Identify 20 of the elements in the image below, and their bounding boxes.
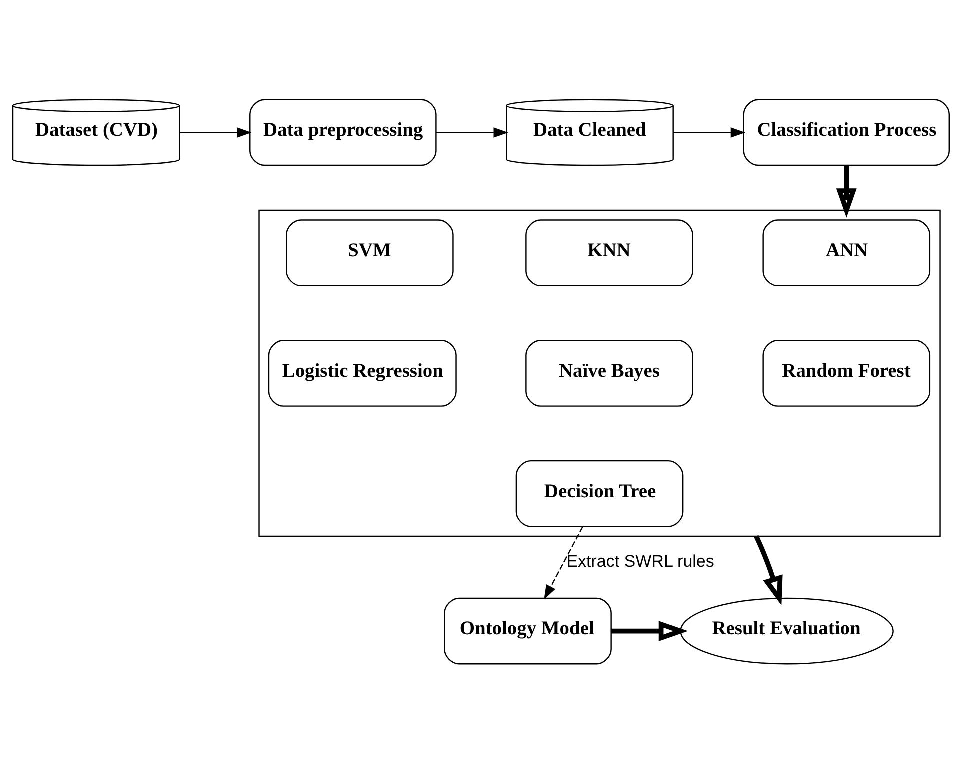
- arrow: [180, 128, 252, 138]
- node-ellipse: Result Evaluation: [680, 598, 894, 665]
- node-box: Logistic Regression: [268, 340, 457, 407]
- arrow: [436, 128, 508, 138]
- cluster: [258, 210, 941, 538]
- node-box: Random Forest: [762, 340, 931, 407]
- node-box: ANN: [762, 220, 931, 287]
- node-box: Naïve Bayes: [526, 340, 694, 407]
- arrow: [544, 526, 584, 600]
- node-box: Decision Tree: [516, 460, 684, 528]
- arrow: [674, 128, 746, 138]
- node-box: Data preprocessing: [250, 99, 437, 166]
- node-box: Classification Process: [743, 99, 950, 166]
- edge-label: Extract SWRL rules: [566, 552, 714, 572]
- arrow: [612, 621, 688, 642]
- arrow: [836, 166, 857, 218]
- node-box: SVM: [286, 220, 454, 287]
- node-box: KNN: [526, 220, 694, 287]
- node-box: Ontology Model: [444, 598, 612, 665]
- arrow: [754, 535, 783, 606]
